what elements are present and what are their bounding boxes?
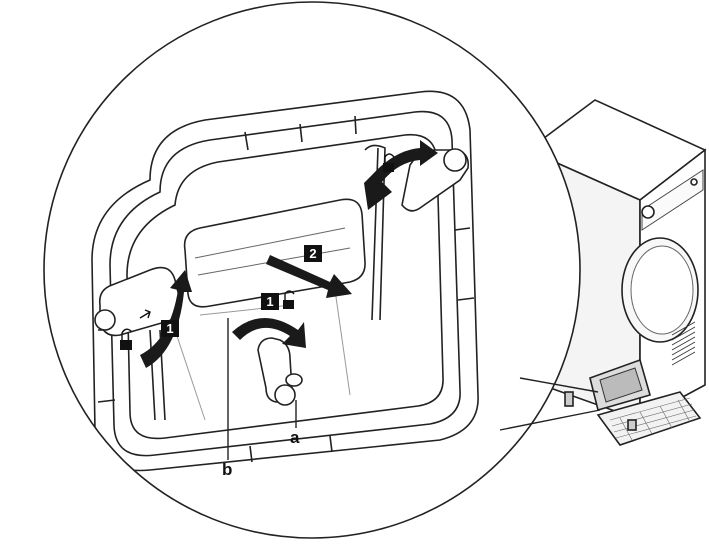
svg-text:1: 1 <box>266 294 273 309</box>
rotate-arrow-left <box>140 270 192 368</box>
step-marker-1-center: 1 <box>261 293 279 310</box>
rotate-arrow-center <box>232 317 306 348</box>
unlock-icon <box>120 309 151 350</box>
right-latch <box>364 144 470 321</box>
svg-text:1: 1 <box>166 321 173 336</box>
locking-knob <box>257 337 303 406</box>
step-marker-1-left: 1 <box>161 320 179 337</box>
rotate-arrow-right <box>364 140 438 210</box>
label-a: a <box>290 428 300 447</box>
svg-text:2: 2 <box>309 246 316 261</box>
filter-frame <box>91 90 479 472</box>
step-marker-2: 2 <box>304 245 322 262</box>
left-latch <box>94 266 182 421</box>
unlock-icon <box>283 290 295 309</box>
zoom-leader-line <box>519 377 599 393</box>
unlock-icon <box>383 153 395 172</box>
zoom-leader-line <box>499 409 601 431</box>
pull-arrow <box>266 255 352 298</box>
label-b: b <box>222 460 233 479</box>
